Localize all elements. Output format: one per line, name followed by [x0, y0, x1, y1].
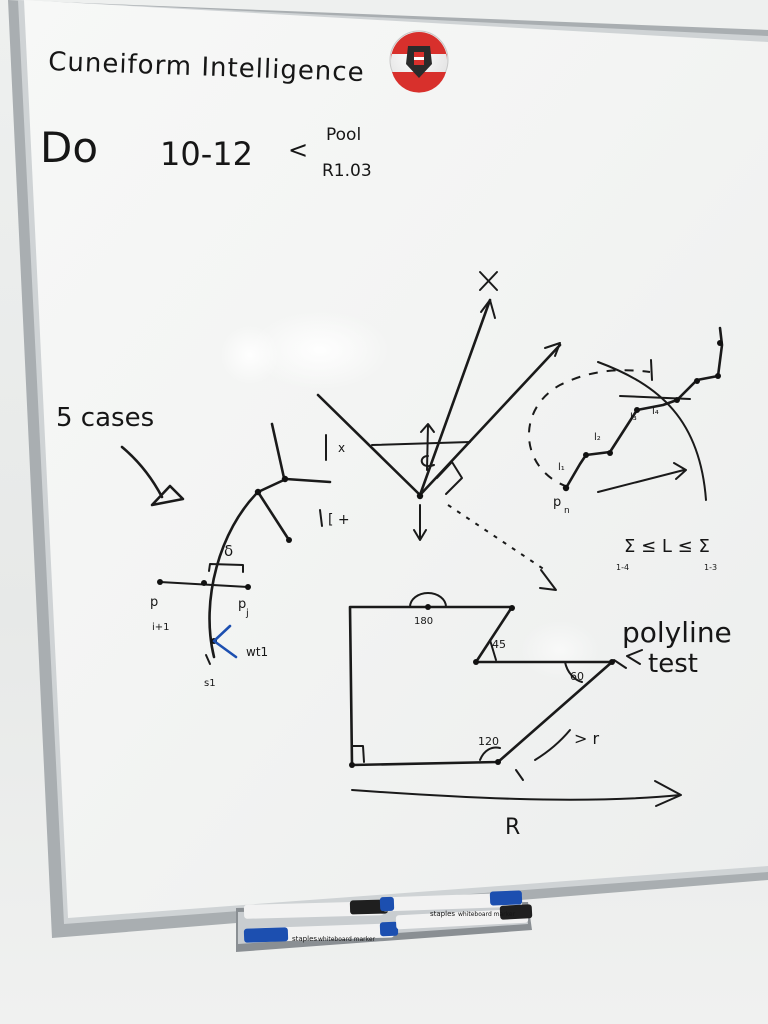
label-pn-sub: n — [564, 506, 570, 516]
sum-right-sub: 1-3 — [704, 563, 717, 572]
marker-text: whiteboard marker — [318, 936, 376, 943]
bracket-plus: [ + — [328, 512, 350, 528]
polyline-label: polyline — [622, 616, 732, 649]
angle-180: 180 — [414, 616, 433, 627]
right-sketch-drawing — [527, 326, 724, 501]
austria-sticker — [389, 30, 449, 93]
center-sketch-drawing — [316, 271, 562, 591]
whiteboard-marker-3 — [243, 921, 399, 943]
board-frame — [8, 0, 768, 938]
label-pi: p — [150, 595, 158, 610]
sum-left-sub: 1-4 — [616, 563, 629, 572]
board-bracket: < — [288, 136, 308, 164]
angle-60: 60 — [570, 670, 584, 683]
board-time: 10-12 — [160, 135, 253, 173]
label-wt: wt1 — [246, 645, 268, 659]
label-pn: p — [553, 495, 561, 510]
cases-label: 5 cases — [56, 403, 154, 433]
label-R: R — [505, 815, 520, 840]
angle-120: 120 — [478, 735, 499, 748]
whiteboard-marker-1 — [243, 899, 389, 919]
label-s: s1 — [204, 678, 216, 689]
polygon-sketch-drawing — [348, 592, 682, 807]
board-date: Do — [40, 123, 98, 172]
sum-expression: Σ ≤ L ≤ Σ — [624, 536, 710, 557]
label-l4: l₄ — [652, 406, 659, 417]
left-sketch-drawing — [120, 422, 332, 665]
label-pi-sub: i+1 — [152, 622, 170, 633]
label-delta: δ — [224, 542, 233, 560]
whiteboard-marker-2 — [379, 890, 523, 912]
board-place-2: R1.03 — [322, 161, 372, 181]
label-l1: l₁ — [558, 462, 565, 473]
marker-brand: staples — [292, 935, 317, 943]
marker-brand: staples — [430, 910, 455, 918]
label-pj: p — [238, 597, 246, 612]
label-l2: l₂ — [594, 432, 601, 443]
label-r-small: > r — [574, 729, 599, 748]
whiteboard-marker-4 — [395, 904, 533, 930]
marker-text: whiteboard marker — [458, 911, 516, 918]
angle-45: 45 — [492, 638, 506, 651]
board-place-1: Pool — [326, 125, 361, 145]
label-pj-sub: j — [245, 608, 249, 619]
label-l3: l₃ — [630, 412, 637, 423]
board-glare — [220, 310, 600, 680]
label-x-small: x — [338, 441, 345, 455]
test-label: test — [648, 649, 698, 679]
